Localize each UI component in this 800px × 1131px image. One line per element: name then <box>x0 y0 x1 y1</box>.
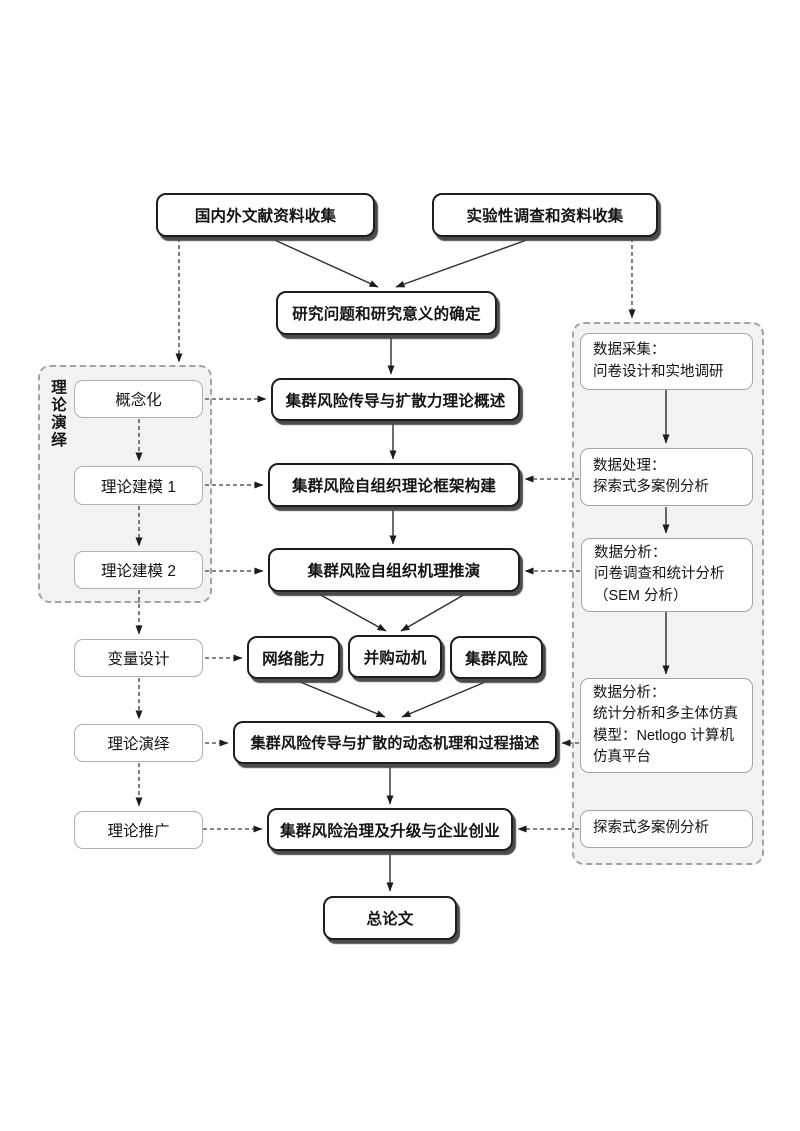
arrow-mechanism-to-motivation-left <box>316 592 387 632</box>
node-mechanism-deduction: 集群风险自组织机理推演 <box>268 548 520 592</box>
node-theory-overview: 集群风险传导与扩散力理论概述 <box>271 378 520 421</box>
node-dynamic-mechanism: 集群风险传导与扩散的动态机理和过程描述 <box>233 721 557 764</box>
node-research-question: 研究问题和研究意义的确定 <box>276 291 497 335</box>
node-cluster-risk: 集群风险 <box>450 636 543 679</box>
node-variable-design: 变量设计 <box>74 639 203 677</box>
arrow-literature-to-question <box>267 236 379 288</box>
node-theory-framework: 集群风险自组织理论框架构建 <box>268 463 520 507</box>
node-theory-generalization: 理论推广 <box>74 811 203 849</box>
node-literature-collection: 国内外文献资料收集 <box>156 193 375 237</box>
node-ma-motivation: 并购动机 <box>348 635 442 678</box>
node-theory-modeling-2: 理论建模 2 <box>74 551 203 589</box>
node-theory-modeling-1: 理论建模 1 <box>74 466 203 505</box>
arrow-risk-to-dynamic <box>401 679 491 718</box>
node-data-collection: 数据采集： 问卷设计和实地调研 <box>580 333 753 390</box>
node-governance-upgrading: 集群风险治理及升级与企业创业 <box>267 808 513 851</box>
node-conceptualization: 概念化 <box>74 380 203 418</box>
node-case-analysis: 探索式多案例分析 <box>580 810 753 848</box>
theory-deduction-panel-label: 理论演绎 <box>49 379 66 449</box>
node-experimental-survey-collection: 实验性调查和资料收集 <box>432 193 658 237</box>
node-data-analysis-sem: 数据分析： 问卷调查和统计分析 （SEM 分析） <box>581 538 753 612</box>
node-final-thesis: 总论文 <box>323 896 457 940</box>
node-data-analysis-simulation: 数据分析： 统计分析和多主体仿真 模型：Netlogo 计算机 仿真平台 <box>580 678 753 773</box>
arrow-mechanism-to-motivation-right <box>400 592 468 632</box>
node-data-processing: 数据处理： 探索式多案例分析 <box>580 448 753 506</box>
node-network-capability: 网络能力 <box>247 636 340 679</box>
arrow-network-to-dynamic <box>292 678 386 718</box>
arrow-survey-to-question <box>395 236 536 288</box>
node-theory-deduction: 理论演绎 <box>74 724 203 762</box>
